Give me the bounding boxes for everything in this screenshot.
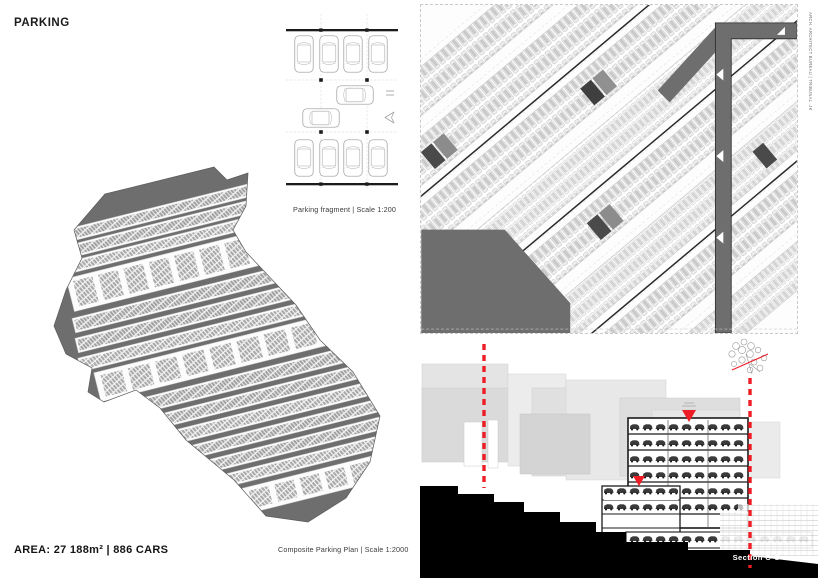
grid-marker (319, 28, 369, 186)
parking-row (421, 5, 797, 333)
enlarged-parking-plan (420, 4, 798, 334)
secondary-structure-section (601, 485, 681, 539)
section-caption: Section C-C (732, 553, 780, 562)
direction-arrow-icon (384, 111, 395, 124)
wall-bottom (286, 183, 398, 186)
credit-strip: ARCH. ARCHITECT BUREAU | TRIBUNAL .JK (808, 12, 813, 111)
parking-row (421, 5, 797, 333)
highlighted-car (421, 69, 778, 241)
parking-row (421, 5, 797, 321)
parking-structure-section (627, 417, 749, 529)
ground-silhouette (420, 486, 818, 578)
composite-plan-caption: Composite Parking Plan | Scale 1:2000 (278, 545, 409, 554)
circulation-ramp (657, 22, 797, 333)
fragment-caption: Parking fragment | Scale 1:200 (293, 205, 397, 214)
parking-row (421, 5, 797, 333)
fragment-car-aisle (302, 85, 374, 128)
level-marker-hatch (682, 402, 696, 407)
structural-line (421, 5, 797, 333)
parking-row (421, 5, 797, 333)
ground-wedge (421, 229, 571, 333)
page-title: PARKING (14, 17, 70, 29)
fragment-car-row-top (294, 35, 388, 73)
area-statistic: AREA: 27 188m² | 886 CARS (14, 544, 169, 556)
parking-fragment-diagram (282, 12, 402, 192)
fragment-car-row-bottom (294, 139, 388, 177)
level-marker-icon (633, 410, 696, 486)
tree-accent-line (731, 353, 769, 371)
section-drawing: Section C-C (420, 336, 818, 578)
parking-row (421, 13, 797, 333)
dimension-tick-icon (386, 90, 394, 96)
wall-top (286, 29, 398, 32)
site-outline (53, 166, 381, 523)
traffic-direction-arrow-icon (716, 26, 785, 244)
ramp-outline (714, 22, 797, 333)
urban-fabric (720, 504, 818, 556)
parking-bands (60, 177, 380, 514)
parking-block (93, 310, 350, 403)
light-well (463, 419, 499, 469)
composite-parking-plan (8, 140, 408, 530)
